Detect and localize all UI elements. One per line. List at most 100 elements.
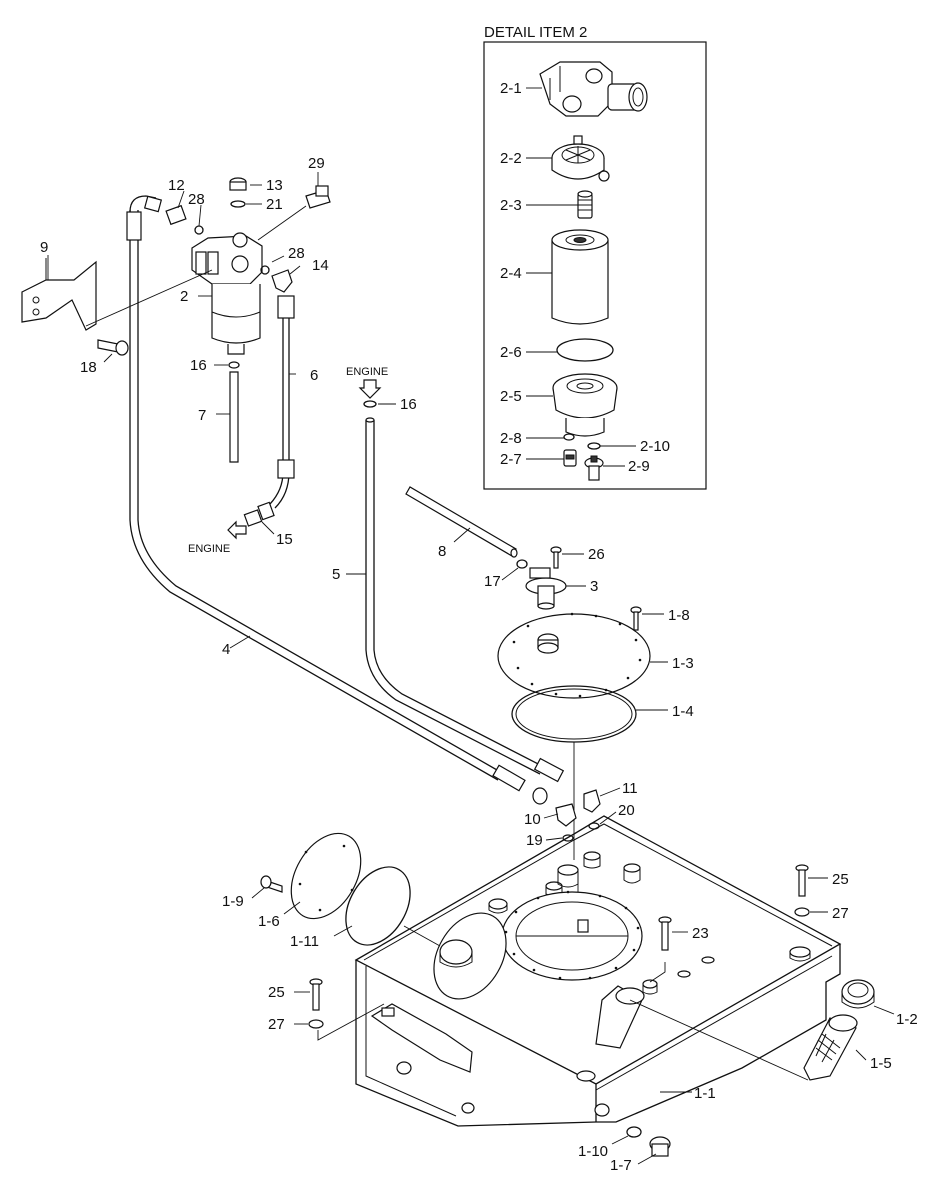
callout-3: 3 (590, 578, 598, 595)
drain-plug-part (563, 449, 577, 467)
elbow-11-part (583, 789, 601, 813)
callout-2-6: 2-6 (500, 344, 522, 361)
engine-in-arrow (358, 379, 382, 399)
drain-o-ring-part (563, 433, 575, 441)
callout-1-2: 1-2 (896, 1011, 918, 1028)
pipe-5-part (365, 420, 541, 775)
callout-1-7: 1-7 (610, 1157, 632, 1174)
sensor-o-ring-part (587, 442, 601, 450)
callout-23: 23 (692, 925, 709, 942)
o-ring-16a-part (228, 361, 240, 369)
filter-o-ring-part (556, 338, 614, 362)
drain-assembly: 1-1 1-10 1-7 (578, 1085, 716, 1174)
o-ring-28b-part (260, 265, 270, 275)
callout-2-3: 2-3 (500, 197, 522, 214)
callout-25b: 25 (832, 871, 849, 888)
callout-1-1: 1-1 (694, 1085, 716, 1102)
pipe-4-part (129, 210, 499, 781)
filter-nipple-part (577, 190, 593, 219)
filter-head-part (539, 61, 648, 117)
filler-assembly: 1-2 1-5 (629, 979, 918, 1081)
sender-unit-part (525, 567, 567, 610)
callout-1-5: 1-5 (870, 1055, 892, 1072)
callout-1-6: 1-6 (258, 913, 280, 930)
filter-assembly: ENGINE 29 12 28 13 21 9 28 14 2 18 16 6 … (21, 155, 331, 555)
screw-26-part (550, 546, 562, 569)
callout-1-4: 1-4 (672, 703, 694, 720)
cover-plate-part (497, 612, 651, 699)
filter-bowl-part (552, 373, 618, 437)
tank-mount-hardware: 23 25 27 25 27 (268, 864, 849, 1041)
callout-5: 5 (332, 566, 340, 583)
callout-11: 11 (622, 780, 638, 797)
o-ring-17-part (516, 559, 528, 569)
callout-29: 29 (308, 155, 325, 172)
callout-27a: 27 (268, 1016, 285, 1033)
engine-out-label: ENGINE (188, 543, 230, 555)
callout-7: 7 (198, 407, 206, 424)
callout-8: 8 (438, 543, 446, 560)
callout-2-5: 2-5 (500, 388, 522, 405)
tee-10-part (555, 803, 577, 827)
tube-8-part (405, 486, 517, 557)
bracket-part (21, 260, 97, 331)
callout-2-1: 2-1 (500, 80, 522, 97)
callout-2-9: 2-9 (628, 458, 650, 475)
callout-17: 17 (484, 573, 501, 590)
bolt-25b-part (795, 864, 809, 897)
gasket-1-11-part (345, 866, 411, 946)
filter-cap-part (551, 135, 610, 182)
callout-16a: 16 (190, 357, 207, 374)
callout-13: 13 (266, 177, 283, 194)
washer-27a-part (308, 1019, 324, 1029)
bolt-18-part (97, 339, 129, 356)
callout-2-4: 2-4 (500, 265, 522, 282)
callout-9: 9 (40, 239, 48, 256)
detail-box (483, 41, 707, 490)
callout-2-2: 2-2 (500, 150, 522, 167)
callout-15: 15 (276, 531, 293, 548)
callout-25a: 25 (268, 984, 285, 1001)
callout-6: 6 (310, 367, 318, 384)
detail-item-2-panel: DETAIL ITEM 2 (483, 24, 707, 490)
fitting-29-part (305, 185, 331, 209)
tank-top-outline (354, 815, 842, 1085)
cover-1-6-part (290, 832, 362, 920)
bolt-1-8-part (630, 606, 642, 631)
callout-14: 14 (312, 257, 329, 274)
drain-plug-1-7-part (649, 1136, 671, 1157)
fuel-tank-body (354, 815, 842, 1127)
filler-cap-part (841, 979, 875, 1009)
callout-4: 4 (222, 641, 230, 658)
bolt-25a-part (309, 978, 323, 1011)
inspection-cover: 1-9 1-6 1-11 (222, 832, 441, 950)
engine-out-arrow (227, 520, 247, 540)
callout-27b: 27 (832, 905, 849, 922)
callout-2-8: 2-8 (500, 430, 522, 447)
washer-27b-part (794, 907, 810, 917)
elbow-14-part (271, 269, 293, 293)
callout-26: 26 (588, 546, 605, 563)
fitting-15-part (243, 501, 275, 527)
callout-16b: 16 (400, 396, 417, 413)
bolt-23-part (658, 916, 672, 951)
engine-in-label: ENGINE (346, 366, 388, 378)
filter-element-part (551, 229, 609, 325)
water-sensor-part (584, 455, 604, 481)
callout-18: 18 (80, 359, 97, 376)
callout-2-10: 2-10 (640, 438, 670, 455)
callout-12: 12 (168, 177, 185, 194)
bolt-1-9-part (260, 875, 283, 893)
callout-2: 2 (180, 288, 188, 305)
o-ring-21-part (230, 200, 246, 208)
filler-strainer-part (803, 1014, 858, 1081)
callout-19: 19 (526, 832, 543, 849)
callout-1-11: 1-11 (290, 933, 319, 950)
o-ring-28a-part (194, 225, 204, 235)
callout-1-3: 1-3 (672, 655, 694, 672)
callout-28a: 28 (188, 191, 205, 208)
detail-title: DETAIL ITEM 2 (484, 24, 587, 41)
callout-10: 10 (524, 811, 541, 828)
callout-1-9: 1-9 (222, 893, 244, 910)
